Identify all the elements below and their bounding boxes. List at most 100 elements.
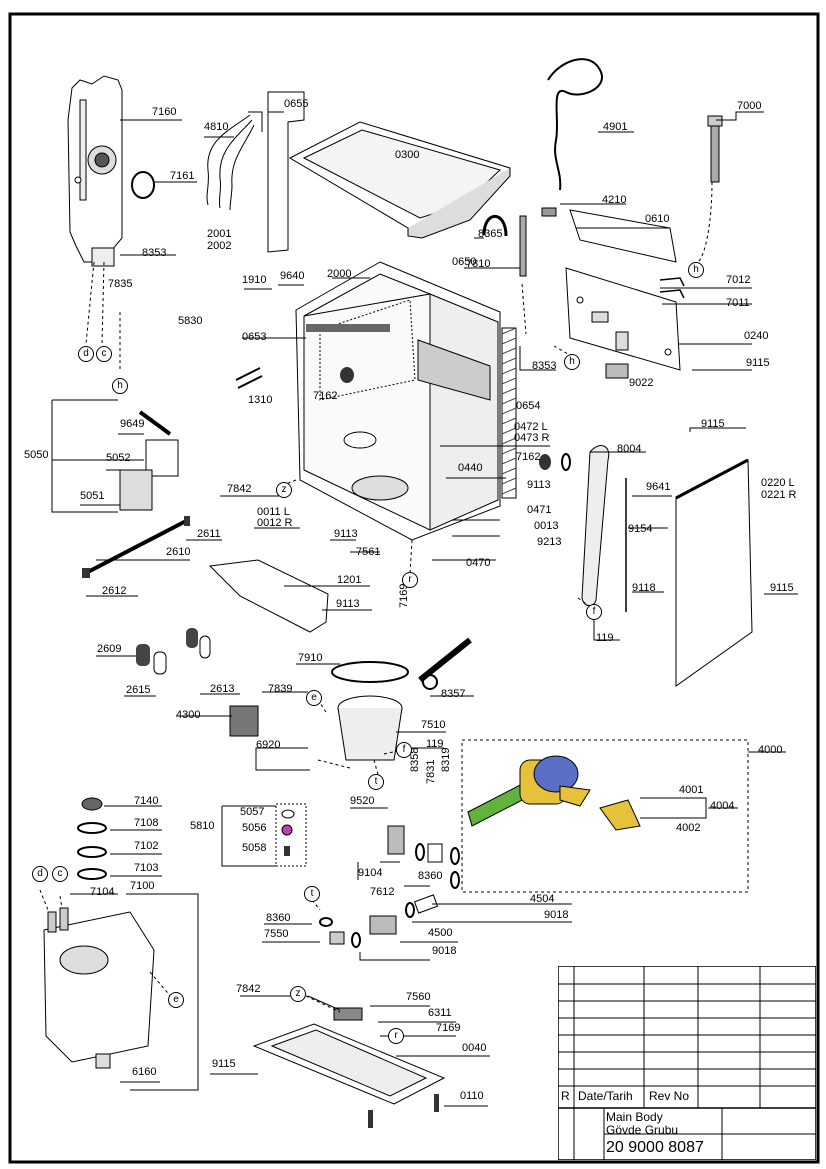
rev-label: Rev No [649,1089,690,1103]
part-label-0650: 0650 [452,256,477,268]
part-label-7831: 7831 [425,759,437,784]
part-2613b [199,635,211,659]
part-label-9641: 9641 [646,481,671,493]
callout-e-8: e [306,690,322,706]
part-label-7561: 7561 [356,546,381,558]
part-5056 [281,824,293,836]
part-label-4810: 4810 [204,121,229,133]
part-label-7842b: 7842 [236,983,261,995]
pipe-7831 [427,843,443,863]
screw-0110a [434,1094,439,1112]
screw-0110b [368,1110,373,1128]
part-label-9113c: 9113 [336,598,360,610]
arm-8004 [581,445,610,607]
part-label-0220: 0220 L [761,477,795,489]
part-2613a [186,628,198,648]
water-tank-7160 [67,75,123,267]
callout-f-9: f [396,742,412,758]
part-label-9520: 9520 [350,795,375,807]
part-label-7839: 7839 [268,683,293,695]
part-label-4000: 4000 [758,744,783,756]
side-panel-0654 [501,327,517,499]
part-label-4504: 4504 [530,893,555,905]
part-label-8357: 8357 [441,688,466,700]
part-label-9113b: 9113 [334,528,358,540]
part-label-7162b: 7162 [516,451,541,463]
title-block: R Date/Tarih Rev No Main Body Gövde Grub… [557,965,817,1161]
part-label-0040: 0040 [462,1042,487,1054]
part-label-0655: 0655 [284,98,309,110]
ring-7162c [561,453,571,471]
part-label-4001: 4001 [679,784,704,796]
part-label-7169b: 7169 [436,1022,461,1034]
part-label-5058: 5058 [242,842,267,854]
ring-7161 [131,171,155,199]
part-label-2615: 2615 [126,684,151,696]
part-label-0240: 0240 [744,330,769,342]
part-label-7104: 7104 [90,886,115,898]
ring-7103 [77,868,107,880]
part-label-4901: 4901 [603,121,628,133]
ring-7910 [331,661,409,683]
part-label-7835: 7835 [108,278,133,290]
callout-r-16: r [388,1028,404,1044]
callout-c-1: c [96,346,112,362]
pump-frame-4000 [461,739,749,893]
part-label-0110: 0110 [460,1090,484,1102]
part-label-2000: 2000 [327,268,352,280]
callout-d-11: d [32,866,48,882]
base-pan-0040 [252,1023,446,1105]
callout-z-15: z [290,986,306,1002]
part-label-4210: 4210 [602,194,627,206]
rod-7810 [519,215,527,277]
part-label-9113a: 9113 [527,479,551,491]
part-label-1310: 1310 [248,394,273,406]
part-label-4500: 4500 [428,927,453,939]
part-label-9115a: 9115 [746,357,770,369]
valve-4500 [369,915,397,935]
rail-2610 [83,518,189,576]
part-label-4004: 4004 [710,800,735,812]
part-label-4300: 4300 [176,709,201,721]
clamp-9018a [405,902,415,918]
top-cover-0300 [288,121,511,239]
rail-0610 [569,209,677,263]
leader-lines [51,111,798,1107]
part-label-9018a: 9018 [544,909,569,921]
part-label-7011: 7011 [726,297,750,309]
callout-z-5: z [276,482,292,498]
part-label-7012: 7012 [726,274,751,286]
part-label-7100: 7100 [130,880,155,892]
part-label-6160: 6160 [132,1066,157,1078]
part-label-9154: 9154 [628,523,653,535]
gasket-0653 [306,324,390,332]
part-label-5810: 5810 [190,820,215,832]
part-label-8360b: 8360 [266,912,291,924]
part-label-1201: 1201 [337,574,362,586]
part-label-0440: 0440 [458,462,483,474]
part-label-5051: 5051 [80,490,105,502]
part-label-9115b: 9115 [701,418,725,430]
part-label-0013: 0013 [534,520,559,532]
bracket-8365 [482,215,508,237]
elbow-7550 [329,931,345,945]
part-1310 [235,367,263,389]
part-2609 [136,644,150,666]
callout-e-14: e [168,992,184,1008]
part-label-2610: 2610 [166,546,191,558]
part-label-0654: 0654 [516,400,541,412]
clamp-8360b [319,917,333,927]
part-label-7612: 7612 [370,886,395,898]
assembly-name-en: Main Body [606,1110,663,1124]
part-label-7102: 7102 [134,840,159,852]
fitting-9104 [387,825,405,855]
part-label-4002: 4002 [676,822,701,834]
part-label-5050: 5050 [24,449,49,461]
part-label-5830: 5830 [178,315,203,327]
part-label-9022: 9022 [629,377,654,389]
sump-7510 [337,695,403,761]
part-label-9104: 9104 [358,867,383,879]
part-label-7103: 7103 [134,862,159,874]
hose-4901 [547,58,603,191]
module-5051 [119,469,153,511]
